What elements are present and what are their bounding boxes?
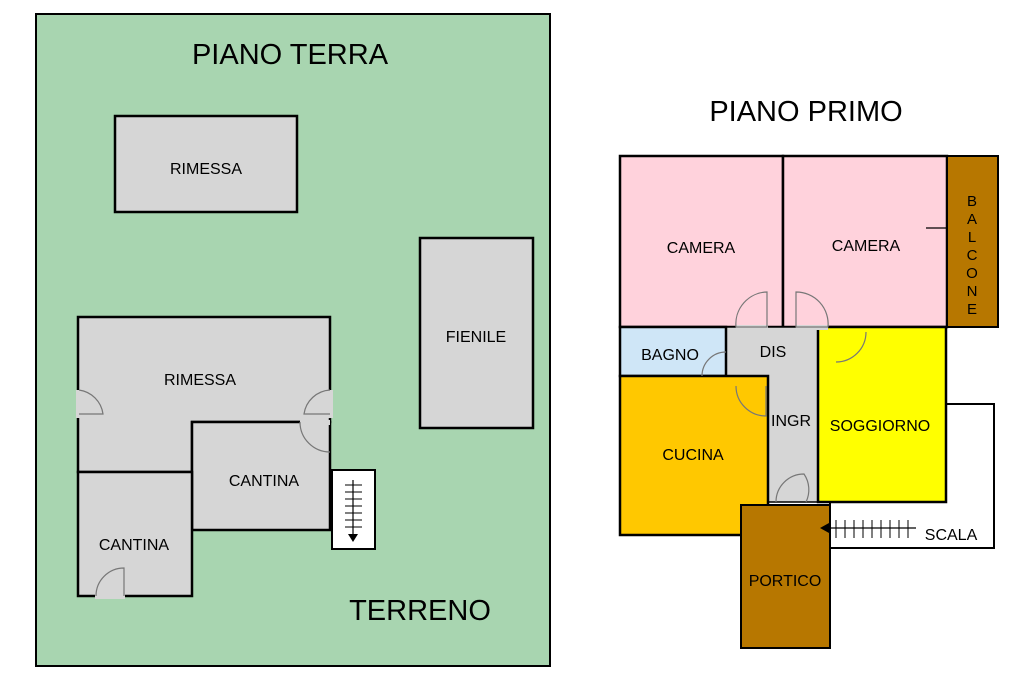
first-floor-plan: PIANO PRIMO CAMERA CAMERA B A L C O N E …: [618, 96, 999, 649]
svg-text:A: A: [967, 211, 977, 228]
ground-floor-title: PIANO TERRA: [192, 39, 389, 71]
room-portico: [740, 504, 831, 649]
room-rimessa-top: [113, 114, 299, 214]
room-camera-left: [618, 154, 785, 329]
balcone: [946, 155, 999, 328]
ground-floor-stairs: [331, 469, 376, 550]
ground-floor-plan: PIANO TERRA RIMESSA FIENILE RIMESSA CANT…: [35, 13, 551, 667]
room-cucina-label: CUCINA: [662, 447, 724, 464]
ground-floor-doors: [76, 389, 333, 599]
first-floor-stairs: [820, 520, 916, 538]
stair-label: SCALA: [925, 527, 978, 544]
room-cantina-left: [76, 470, 194, 598]
first-floor-title: PIANO PRIMO: [709, 96, 902, 128]
svg-text:E: E: [967, 301, 977, 318]
room-bagno-label: BAGNO: [641, 347, 699, 364]
balcone-label: B A L C O N E: [966, 193, 978, 318]
svg-text:C: C: [967, 247, 978, 264]
room-portico-label: PORTICO: [749, 573, 822, 590]
room-camera-right: [781, 154, 949, 329]
terrain-label: TERRENO: [349, 595, 491, 627]
svg-text:L: L: [968, 229, 976, 246]
svg-text:O: O: [966, 265, 978, 282]
room-soggiorno-label: SOGGIORNO: [830, 418, 930, 435]
room-rimessa-top-label: RIMESSA: [170, 161, 242, 178]
room-fienile-label: FIENILE: [446, 329, 506, 346]
svg-text:N: N: [967, 283, 978, 300]
room-cantina-right-label: CANTINA: [229, 473, 300, 490]
room-fienile: [418, 236, 535, 430]
room-camera-left-label: CAMERA: [667, 240, 736, 257]
room-camera-right-label: CAMERA: [832, 238, 901, 255]
first-floor-doors: [701, 291, 867, 503]
svg-text:B: B: [967, 193, 977, 210]
room-rimessa-main-label: RIMESSA: [164, 372, 236, 389]
room-cantina-right: [190, 420, 332, 532]
room-dis-label: DIS: [760, 344, 787, 361]
room-ingr-label: INGR: [771, 413, 811, 430]
room-cantina-left-label: CANTINA: [99, 537, 170, 554]
room-soggiorno: [816, 325, 948, 504]
